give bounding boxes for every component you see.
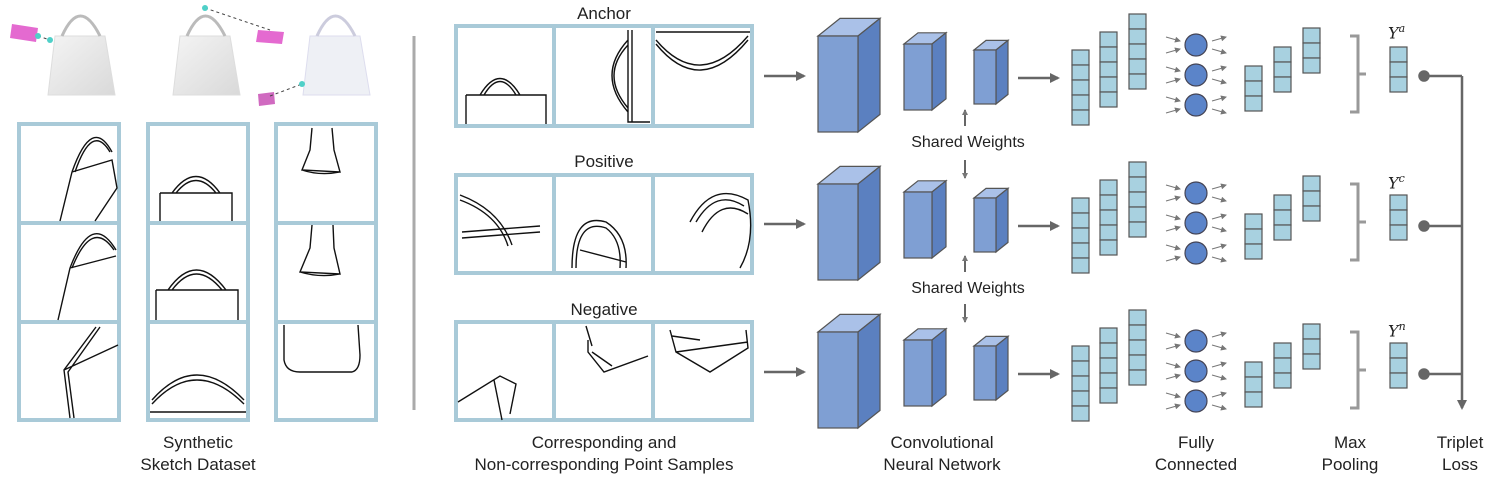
bag-render-2 xyxy=(172,5,284,96)
fc-col-1-negative xyxy=(1071,345,1090,422)
row-label-anchor: Anchor xyxy=(577,4,631,23)
cnn-layers xyxy=(816,17,1060,430)
output-vector-negative xyxy=(1389,342,1408,389)
output-vector-positive xyxy=(1389,194,1408,241)
fc-node-positive-3 xyxy=(1184,241,1208,265)
cnn-cube-small-anchor xyxy=(972,39,1010,106)
bag-render-3 xyxy=(258,14,371,106)
fully-connected-layers xyxy=(1071,13,1408,422)
fc-node-positive-2 xyxy=(1184,211,1208,235)
fc-node-anchor-3 xyxy=(1184,93,1208,117)
fc-node-arrows-positive-3 xyxy=(1165,243,1227,263)
fc-col-1-anchor xyxy=(1071,49,1090,126)
fc-col-2-anchor xyxy=(1099,31,1118,108)
pool-col-1-anchor xyxy=(1244,65,1263,112)
anchor-samples xyxy=(454,24,754,128)
fc-node-negative-3 xyxy=(1184,389,1208,413)
negative-samples xyxy=(454,320,754,422)
cnn-cube-large-anchor xyxy=(816,17,882,134)
cnn-cube-medium-positive xyxy=(902,179,948,260)
cnn-cube-small-negative xyxy=(972,335,1010,402)
fc-node-negative-2 xyxy=(1184,359,1208,383)
shared-weights-label-2: Shared Weights xyxy=(911,280,1025,297)
fc-node-anchor-2 xyxy=(1184,63,1208,87)
fc-node-arrows-anchor-2 xyxy=(1165,65,1227,85)
output-vector-anchor xyxy=(1389,46,1408,93)
fc-node-arrows-positive-2 xyxy=(1165,213,1227,233)
fc-node-anchor-1 xyxy=(1184,33,1208,57)
fc-col-1-positive xyxy=(1071,197,1090,274)
pool-bracket-positive xyxy=(1350,182,1366,262)
fc-node-negative-1 xyxy=(1184,329,1208,353)
fc-node-arrows-anchor-1 xyxy=(1165,35,1227,55)
pool-col-1-positive xyxy=(1244,213,1263,260)
fc-node-positive-1 xyxy=(1184,181,1208,205)
triplet-loss-connector xyxy=(1418,70,1467,410)
cnn-cube-medium-anchor xyxy=(902,31,948,112)
fc-node-arrows-negative-2 xyxy=(1165,361,1227,381)
pool-col-2-positive xyxy=(1273,194,1292,241)
cnn-cube-medium-negative xyxy=(902,327,948,408)
pool-bracket-negative xyxy=(1350,330,1366,410)
cnn-cube-large-positive xyxy=(816,165,882,282)
pool-bracket-anchor xyxy=(1350,34,1366,114)
output-label-anchor: Ya xyxy=(1388,22,1406,43)
output-label-positive: Yc xyxy=(1388,172,1405,193)
pool-col-2-negative xyxy=(1273,342,1292,389)
cnn-cube-large-negative xyxy=(816,313,882,430)
fc-col-3-positive xyxy=(1128,161,1147,238)
fc-col-2-positive xyxy=(1099,179,1118,256)
bag-highlight-patch xyxy=(10,24,38,42)
pool-col-3-anchor xyxy=(1302,27,1321,74)
input-arrows xyxy=(764,71,806,377)
pool-col-1-negative xyxy=(1244,361,1263,408)
fc-col-3-anchor xyxy=(1128,13,1147,90)
cnn-cube-small-positive xyxy=(972,187,1010,254)
fc-col-2-negative xyxy=(1099,327,1118,404)
fc-col-3-negative xyxy=(1128,309,1147,386)
output-label-negative: Yn xyxy=(1388,320,1406,341)
fc-node-arrows-negative-3 xyxy=(1165,391,1227,411)
pool-col-2-anchor xyxy=(1273,46,1292,93)
shared-weights-label-1: Shared Weights xyxy=(911,134,1025,151)
pool-col-3-negative xyxy=(1302,323,1321,370)
fc-node-arrows-negative-1 xyxy=(1165,331,1227,351)
positive-samples xyxy=(454,173,754,275)
fc-node-arrows-positive-1 xyxy=(1165,183,1227,203)
bag-render-1 xyxy=(10,14,116,96)
row-label-negative: Negative xyxy=(570,300,638,319)
pool-col-3-positive xyxy=(1302,175,1321,222)
row-label-positive: Positive xyxy=(574,152,634,171)
fc-node-arrows-anchor-3 xyxy=(1165,95,1227,115)
sketch-strokes xyxy=(57,127,361,419)
